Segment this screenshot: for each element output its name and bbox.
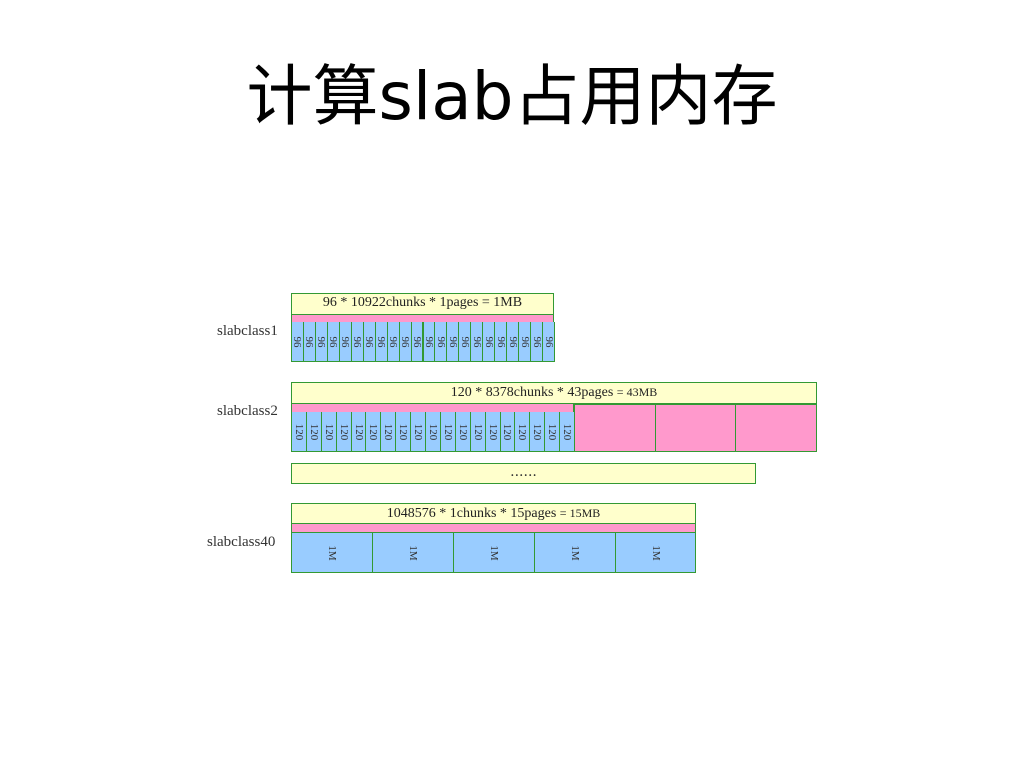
slabclass1-chunk-label: 96 xyxy=(315,336,328,347)
slabclass2-chunk-label: 120 xyxy=(367,423,380,440)
slabclass2-chunk: 120 xyxy=(439,412,456,452)
slabclass1-chunk-label: 96 xyxy=(482,336,495,347)
slabclass40-page: 1M xyxy=(291,532,373,573)
slabclass2-chunk: 120 xyxy=(499,412,516,452)
slabclass2-chunk-label: 120 xyxy=(352,423,365,440)
slabclass2-chunk: 120 xyxy=(350,412,367,452)
slabclass40-used-band xyxy=(291,524,696,532)
slabclass2-chunk: 120 xyxy=(305,412,322,452)
slabclass2-chunk-label: 120 xyxy=(486,423,499,440)
slabclass1-chunk-label: 96 xyxy=(363,336,376,347)
slabclass40-label: slabclass40 xyxy=(207,534,276,550)
slabclass2-chunk-label: 120 xyxy=(546,423,559,440)
slabclass1-chunk-label: 96 xyxy=(458,336,471,347)
slabclass2-chunk-label: 120 xyxy=(307,423,320,440)
slabclass40-header-text: 1048576 * 1chunks * 15pages xyxy=(386,506,557,521)
slabclass1-chunk-label: 96 xyxy=(351,336,364,347)
slabclass2-chunk: 120 xyxy=(425,412,441,452)
slabclass2-chunk: 120 xyxy=(559,412,575,452)
slabclass40-page: 1M xyxy=(615,532,696,573)
slabclass1-chunk-label: 96 xyxy=(494,336,507,347)
slabclass2-header-total: = 43MB xyxy=(616,385,658,399)
ellipsis-text: ...... xyxy=(510,464,537,480)
slabclass2-chunk-label: 120 xyxy=(382,423,395,440)
slabclass2-chunk: 120 xyxy=(395,412,412,452)
slabclass2-chunk-label: 120 xyxy=(456,423,469,440)
slabclass2-chunk: 120 xyxy=(484,412,501,452)
slabclass1-header: 96 * 10922chunks * 1pages = 1MB xyxy=(291,293,554,315)
slabclass1-chunk: 96 xyxy=(542,322,555,362)
slabclass2-chunk: 120 xyxy=(365,412,382,452)
slabclass1-used-band xyxy=(291,315,554,322)
slabclass2-chunk: 120 xyxy=(469,412,486,452)
slabclass1-chunk-label: 96 xyxy=(327,336,340,347)
slabclass2-chunk: 120 xyxy=(454,412,471,452)
slabclass2-chunk: 120 xyxy=(320,412,337,452)
slabclass2-page xyxy=(655,404,736,452)
slabclass1-chunk-label: 96 xyxy=(375,336,388,347)
slabclass40-header-total: = 15MB xyxy=(559,506,601,520)
slabclass40-page: 1M xyxy=(372,532,454,573)
slabclass2-chunk: 120 xyxy=(514,412,531,452)
slabclass40-page-label: 1M xyxy=(407,544,419,561)
slabclass2-page xyxy=(735,404,817,452)
slabclass40-page-label: 1M xyxy=(488,544,500,561)
slabclass1-chunk-label: 96 xyxy=(422,336,435,347)
slabclass1-chunk-label: 96 xyxy=(291,336,304,347)
slabclass2-chunk-label: 120 xyxy=(426,423,439,440)
page-title: 计算slab占用内存 xyxy=(246,58,778,135)
slabclass40-page: 1M xyxy=(453,532,535,573)
slabclass2-chunk-label: 120 xyxy=(397,423,410,440)
slabclass1-chunk-label: 96 xyxy=(506,336,519,347)
slabclass2-used-band xyxy=(291,404,574,412)
slabclass2-chunk-label: 120 xyxy=(501,423,514,440)
slabclass1-chunk-label: 96 xyxy=(434,336,447,347)
slabclass2-chunk-label: 120 xyxy=(292,423,305,440)
slabclass2-page xyxy=(574,404,656,452)
slabclass2-chunk: 120 xyxy=(410,412,427,452)
slabclass2-header: 120 * 8378chunks * 43pages = 43MB xyxy=(291,382,817,404)
slabclass2-chunk-label: 120 xyxy=(412,423,425,440)
slabclass2-chunk: 120 xyxy=(291,412,307,452)
slabclass1-chunk-label: 96 xyxy=(399,336,412,347)
slabclass40-header: 1048576 * 1chunks * 15pages = 15MB xyxy=(291,503,696,524)
slabclass1-chunk-label: 96 xyxy=(411,336,423,347)
slabclass2-chunk: 120 xyxy=(529,412,546,452)
slabclass1-chunk-label: 96 xyxy=(303,336,316,347)
slabclass40-page: 1M xyxy=(534,532,616,573)
slabclass40-page-label: 1M xyxy=(569,544,581,561)
slabclass2-header-text: 120 * 8378chunks * 43pages xyxy=(450,385,614,400)
slabclass1-chunk-label: 96 xyxy=(446,336,459,347)
slabclass2-chunk-label: 120 xyxy=(516,423,529,440)
slabclass2-label: slabclass2 xyxy=(217,403,278,419)
slabclass1-chunk-label: 96 xyxy=(530,336,543,347)
slabclass40-page-label: 1M xyxy=(326,544,338,561)
slabclass2-chunk-label: 120 xyxy=(531,423,544,440)
slabclass2-chunk-label: 120 xyxy=(561,423,574,440)
slabclass2-chunk-label: 120 xyxy=(322,423,335,440)
slabclass2-chunk-label: 120 xyxy=(441,423,454,440)
slabclass1-header-text: 96 * 10922chunks * 1pages = 1MB xyxy=(322,295,523,310)
slabclass40-page-label: 1M xyxy=(649,544,662,561)
slabclass1-chunk-label: 96 xyxy=(339,336,352,347)
slabclass1-chunk-label: 96 xyxy=(387,336,400,347)
slabclass2-chunk-label: 120 xyxy=(337,423,350,440)
slabclass1-chunk-label: 96 xyxy=(542,336,555,347)
slabclass2-chunk: 120 xyxy=(335,412,352,452)
slabclass1-label: slabclass1 xyxy=(217,323,278,339)
slabclass1-chunk-label: 96 xyxy=(518,336,531,347)
slabclass2-chunk: 120 xyxy=(544,412,561,452)
slabclass2-chunk-label: 120 xyxy=(471,423,484,440)
slabclass1-chunk-label: 96 xyxy=(470,336,483,347)
slabclass2-chunk: 120 xyxy=(380,412,397,452)
ellipsis-bar: ...... xyxy=(291,463,756,484)
